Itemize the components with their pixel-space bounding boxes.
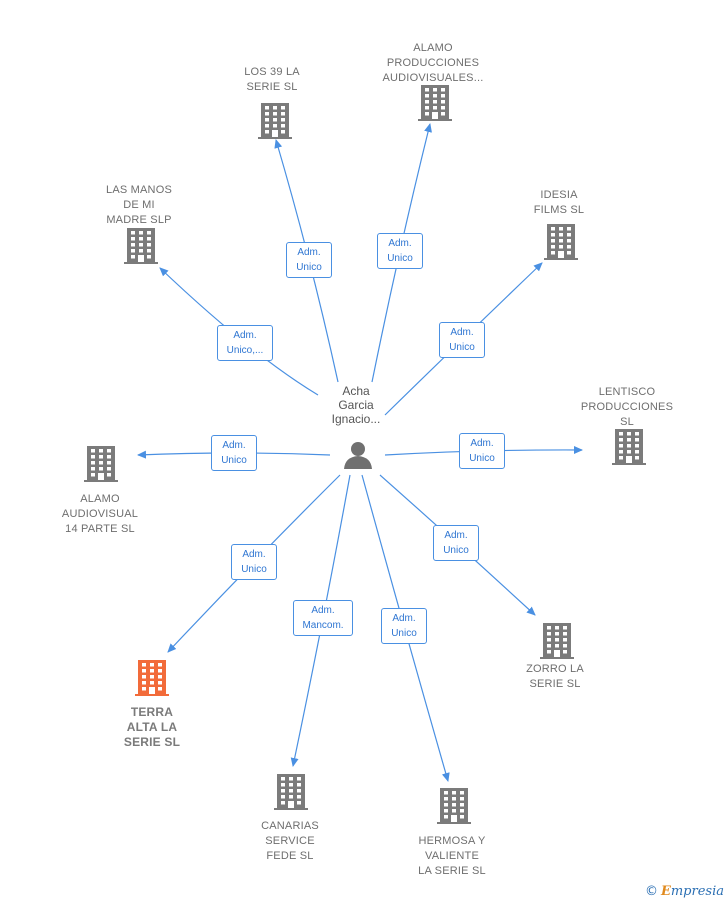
role-badge-alamoprod[interactable]: Adm. Unico [377, 233, 423, 269]
role-badge-zorro[interactable]: Adm. Unico [433, 525, 479, 561]
brand-name: mpresia [670, 884, 724, 899]
building-icon[interactable] [84, 446, 118, 482]
role-badge-manos[interactable]: Adm. Unico,... [217, 325, 273, 361]
building-icon[interactable] [258, 103, 292, 139]
company-label-canarias[interactable]: CANARIAS SERVICE FEDE SL [261, 820, 319, 862]
building-icon[interactable] [135, 660, 169, 696]
company-label-manos[interactable]: LAS MANOS DE MI MADRE SLP [106, 184, 172, 226]
person-name[interactable]: Acha Garcia Ignacio... [331, 384, 381, 426]
building-icon[interactable] [540, 623, 574, 659]
company-label-los39[interactable]: LOS 39 LA SERIE SL [244, 66, 300, 93]
company-label-idesia[interactable]: IDESIA FILMS SL [533, 189, 585, 216]
company-label-lentisco[interactable]: LENTISCO PRODUCCIONES SL [580, 386, 674, 428]
role-badge-terra[interactable]: Adm. Unico [231, 544, 277, 580]
company-label-alamoprod[interactable]: ALAMO PRODUCCIONES AUDIOVISUALES... [382, 42, 484, 84]
building-icon[interactable] [418, 85, 452, 121]
copyright-icon: © [644, 884, 658, 899]
role-badge-canarias[interactable]: Adm. Mancom. [293, 600, 353, 636]
role-badge-alamo14[interactable]: Adm. Unico [211, 435, 257, 471]
building-icon[interactable] [437, 788, 471, 824]
company-label-terra[interactable]: TERRA ALTA LA SERIE SL [123, 705, 181, 749]
person-icon[interactable] [344, 442, 372, 469]
building-icon[interactable] [124, 228, 158, 264]
role-badge-lentisco[interactable]: Adm. Unico [459, 433, 505, 469]
role-badge-idesia[interactable]: Adm. Unico [439, 322, 485, 358]
brand-initial: E [660, 884, 671, 899]
building-icon[interactable] [274, 774, 308, 810]
company-label-zorro[interactable]: ZORRO LA SERIE SL [526, 663, 584, 690]
building-icon[interactable] [544, 224, 578, 260]
role-badge-hermosa[interactable]: Adm. Unico [381, 608, 427, 644]
role-badge-los39[interactable]: Adm. Unico [286, 242, 332, 278]
building-icon[interactable] [612, 429, 646, 465]
company-label-alamo14[interactable]: ALAMO AUDIOVISUAL 14 PARTE SL [61, 493, 139, 535]
empresia-brand[interactable]: ©Empresia [645, 884, 724, 899]
company-label-hermosa[interactable]: HERMOSA Y VALIENTE LA SERIE SL [418, 835, 486, 877]
